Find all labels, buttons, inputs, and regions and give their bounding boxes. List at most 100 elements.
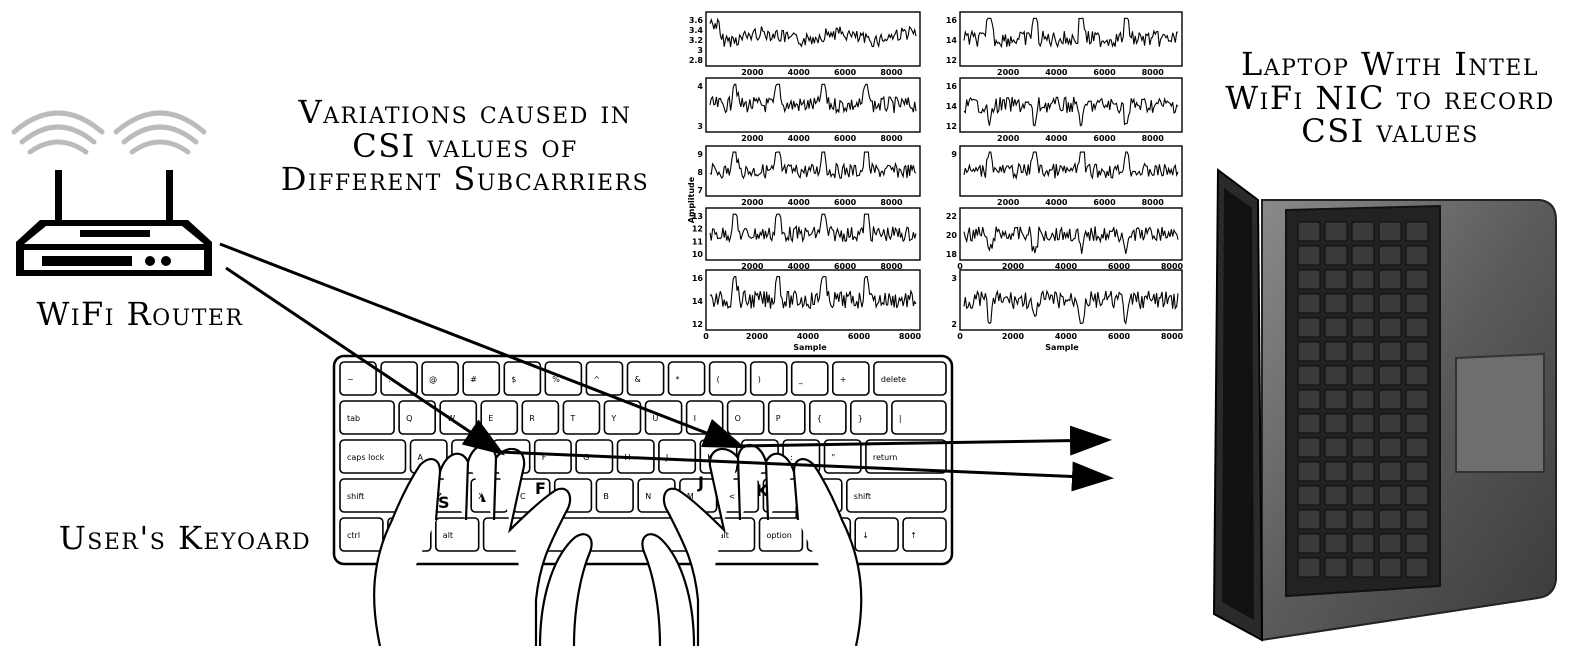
y-tick-label: 9 — [951, 150, 957, 159]
keyboard-key: " — [823, 439, 862, 474]
csi-signal-trace — [963, 289, 1179, 326]
x-tick-label: 8000 — [880, 68, 903, 77]
x-tick-label: 6000 — [1093, 68, 1116, 77]
laptop-key — [1378, 389, 1402, 410]
laptop-key — [1378, 485, 1402, 506]
laptop-key — [1378, 317, 1402, 338]
x-tick-label: 6000 — [834, 198, 857, 207]
x-tick-label: 8000 — [880, 134, 903, 143]
laptop-key — [1324, 413, 1348, 434]
x-tick-label: 8000 — [1161, 332, 1184, 341]
laptop-key — [1378, 341, 1402, 362]
x-tick-label: 2000 — [741, 262, 764, 271]
csi-signal-trace — [963, 17, 1179, 49]
x-tick-label: 4000 — [1045, 134, 1068, 143]
x-axis-label: Sample — [1045, 343, 1079, 352]
key-label: ^ — [593, 375, 600, 384]
keyboard-key: * — [667, 361, 706, 396]
laptop-key — [1378, 557, 1402, 578]
key-label: Y — [610, 414, 616, 423]
y-tick-label: 20 — [946, 231, 958, 240]
keyboard-key: J — [658, 439, 697, 474]
laptop-key — [1297, 437, 1321, 458]
laptop-key — [1324, 461, 1348, 482]
key-label: + — [840, 375, 847, 384]
laptop-key — [1378, 533, 1402, 554]
y-tick-label: 7 — [697, 186, 703, 195]
keyboard-key: ctrl — [339, 517, 384, 552]
laptop-key — [1405, 413, 1429, 434]
key-label: P — [776, 414, 781, 423]
x-tick-label: 6000 — [834, 68, 857, 77]
laptop-key — [1324, 389, 1348, 410]
keyboard-key: shift — [845, 478, 947, 513]
x-tick-label: 6000 — [1093, 134, 1116, 143]
laptop-key — [1378, 269, 1402, 290]
csi-signal-trace — [709, 83, 917, 115]
x-tick-label: 6000 — [1093, 198, 1116, 207]
x-tick-label: 2000 — [1002, 332, 1025, 341]
laptop-key — [1405, 509, 1429, 530]
laptop-key — [1297, 389, 1321, 410]
key-label: B — [603, 492, 609, 501]
keyboard-key: # — [462, 361, 501, 396]
keyboard-key: Y — [603, 400, 642, 435]
laptop-key — [1351, 389, 1375, 410]
keyboard-key: ↑ — [902, 517, 947, 552]
csi-signal-trace — [963, 96, 1179, 127]
keyboard-key: return — [865, 439, 947, 474]
x-tick-label: 4000 — [788, 198, 811, 207]
y-tick-label: 22 — [946, 212, 957, 221]
x-tick-label: 6000 — [834, 134, 857, 143]
laptop-key — [1405, 389, 1429, 410]
x-tick-label: 8000 — [1142, 68, 1165, 77]
y-tick-label: 3.6 — [689, 16, 704, 25]
laptop-key — [1378, 365, 1402, 386]
csi-signal-trace — [709, 276, 917, 310]
laptop-key — [1297, 557, 1321, 578]
y-tick-label: 11 — [692, 237, 704, 246]
keyboard-key: P — [767, 400, 806, 435]
key-label: ~ — [347, 375, 354, 384]
x-tick-label: 8000 — [1161, 262, 1184, 271]
keyboard-key: Q — [398, 400, 437, 435]
y-tick-label: 8 — [697, 168, 703, 177]
laptop-key — [1351, 533, 1375, 554]
y-tick-label: 12 — [692, 225, 703, 234]
y-tick-label: 12 — [946, 122, 957, 131]
wifi-router-icon — [11, 110, 212, 276]
keyboard-key: ~ — [339, 361, 377, 396]
laptop-key — [1405, 341, 1429, 362]
x-tick-label: 0 — [957, 332, 963, 341]
keyboard-key: ! — [380, 361, 419, 396]
keyboard-key: I — [685, 400, 724, 435]
csi-signal-trace — [963, 226, 1179, 254]
y-tick-label: 3 — [951, 274, 957, 283]
key-label: ) — [758, 375, 761, 384]
key-label: # — [470, 375, 477, 384]
plot-frame — [705, 145, 921, 197]
x-tick-label: 8000 — [1142, 134, 1165, 143]
key-label: tab — [347, 414, 360, 423]
laptop-key — [1297, 269, 1321, 290]
laptop-key — [1405, 245, 1429, 266]
x-tick-label: 6000 — [1108, 332, 1131, 341]
x-tick-label: 4000 — [788, 262, 811, 271]
keyboard-key: R — [521, 400, 560, 435]
key-label: < — [729, 492, 736, 501]
laptop-key — [1297, 341, 1321, 362]
y-tick-label: 2.8 — [689, 56, 704, 65]
laptop-key — [1378, 413, 1402, 434]
keyboard-key: T — [562, 400, 601, 435]
trackpad — [1455, 352, 1545, 473]
router-label: WiFi Router — [36, 295, 244, 333]
keyboard-key: ^ — [585, 361, 624, 396]
key-label: : — [790, 453, 793, 462]
arrow-router-to-keyboard-1 — [219, 242, 746, 449]
keyboard-key: E — [480, 400, 519, 435]
